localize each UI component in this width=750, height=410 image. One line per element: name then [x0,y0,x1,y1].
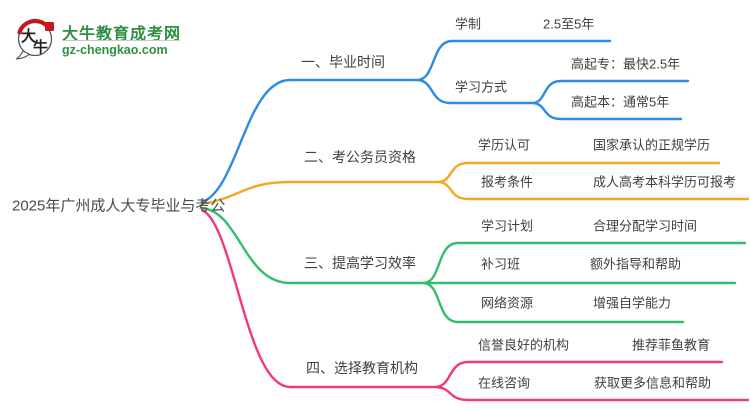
branch-4-child-2-label: 在线咨询 [478,375,531,391]
branch-2-child-2-value: 成人高考本科学历可报考 [593,174,737,190]
branch-3-child-3-label: 网络资源 [481,295,534,311]
branch-3-child-2-label: 补习班 [481,256,521,272]
branch-4-child-1-label: 信誉良好的机构 [478,337,570,353]
logo-char-1: 大 [21,27,36,45]
branch-4-child-2-value: 获取更多信息和帮助 [594,375,712,391]
branch-2-child-2-label: 报考条件 [481,174,534,190]
branch-3-child-2-value: 额外指导和帮助 [590,256,682,272]
branch-3-lines [200,206,747,324]
site-domain: gz-chengkao.com [62,43,168,57]
branch-1-grandchild-1-label: 高起专：最快2.5年 [571,56,681,72]
daniu-speech-bubble-icon: 大 牛 [15,18,54,60]
branch-1-child-1-label: 学制 [455,16,482,32]
branch-1-grandchild-2-label: 高起本：通常5年 [571,94,670,110]
branch-4-lines [200,208,750,402]
branch-2-label: 二、考公务员资格 [304,149,416,165]
branch-3-label: 三、提高学习效率 [304,255,416,271]
branch-1-lines [200,39,690,204]
branch-3-child-1-label: 学习计划 [481,218,534,234]
branch-1-child-2-label: 学习方式 [455,79,508,95]
branch-1-child-1-value: 2.5至5年 [543,16,595,32]
branch-1-label: 一、毕业时间 [301,54,385,70]
logo-char-2: 牛 [33,38,48,56]
branch-2-child-1-label: 学历认可 [478,137,531,153]
branch-4-child-1-value: 推荐菲鱼教育 [632,337,711,353]
branch-2-child-1-value: 国家承认的正规学历 [593,137,711,153]
logo-divider [62,40,180,41]
branch-2-lines [200,161,750,206]
site-title: 大牛教育成考网 [62,26,182,43]
site-logo: 大 牛 大牛教育成考网 gz-chengkao.com [12,14,192,66]
branch-4-label: 四、选择教育机构 [306,360,418,376]
branch-3-child-1-value: 合理分配学习时间 [593,218,698,234]
root-node-label: 2025年广州成人大专毕业与考公 [12,197,226,215]
branch-3-child-3-value: 增强自学能力 [593,295,672,311]
